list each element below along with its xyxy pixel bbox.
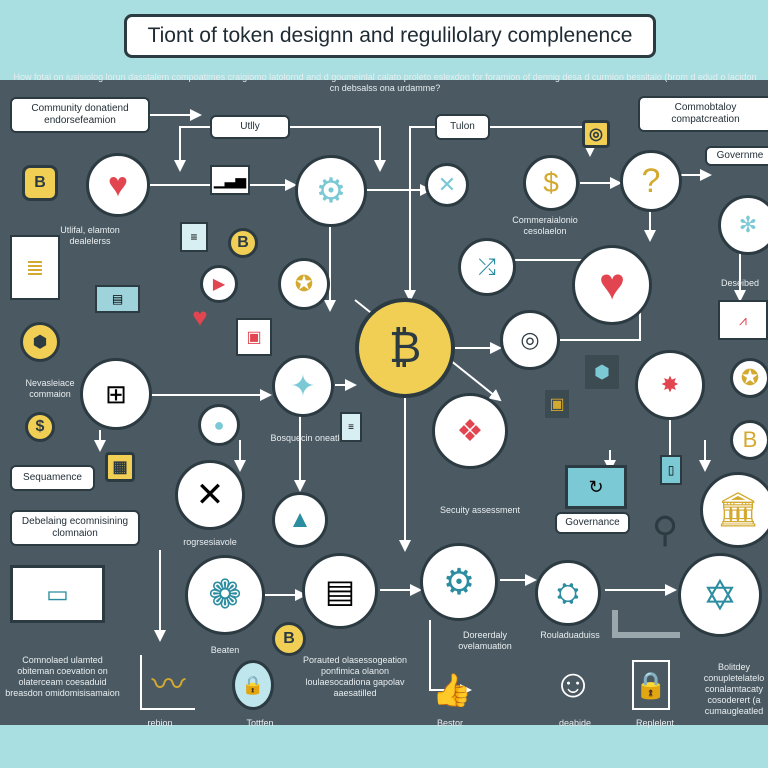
question-icon: ? (620, 150, 682, 212)
coin-stack-icon: ≣ (10, 235, 60, 300)
knot-icon: ✕ (425, 163, 469, 207)
flower-gear-icon: ❁ (185, 555, 265, 635)
dollar-icon: $ (523, 155, 579, 211)
bank-icon: 🏛 (700, 472, 768, 548)
coin-circle-icon: B (730, 420, 768, 460)
shield-coin-icon: ✪ (278, 258, 330, 310)
label-tottfen: Tottfen (246, 718, 274, 728)
label-security: Secuity assessment (439, 505, 521, 515)
dollar-coin-icon: $ (25, 412, 55, 442)
chip-icon: ▦ (105, 452, 135, 482)
bitcoin-small-icon: B (272, 622, 306, 656)
label-deabide: deabide (558, 718, 592, 728)
coin-emblem-icon: ⬢ (20, 322, 60, 362)
network-gear-icon: ✻ (718, 195, 768, 255)
label-debelaing: Debelaing ecomnisining clomnaion (10, 510, 140, 546)
label-porauted: Porauted olasessogeation ponfimica olano… (302, 655, 408, 698)
line-chart-icon: ⩘ (718, 300, 768, 340)
triangle-icon: ▲ (272, 492, 328, 548)
growth-chart-icon: 〰 (140, 655, 195, 710)
label-token: Tulon (435, 114, 490, 140)
coin-frame-icon: ◎ (582, 120, 610, 148)
star-icon: ✡ (678, 553, 762, 637)
dot-icon: ● (198, 404, 240, 446)
x-icon: ✕ (175, 460, 245, 530)
label-commobtaloy: Commobtaloy compatcreation (638, 96, 768, 132)
heart-small-icon: ♥ (192, 301, 208, 332)
robot-icon: ⛭ (535, 560, 601, 626)
heart-icon: ♥ (86, 153, 150, 217)
person-icon: ☺ (552, 661, 594, 706)
label-bolitdey: Bolitdey conupletelatelo conalamtacaty c… (703, 662, 765, 716)
server-icon: ▤ (95, 285, 140, 313)
calendar-icon: ▣ (236, 318, 272, 356)
laptop-icon: ↻ (565, 465, 627, 509)
page-title: Tiont of token designn and regulilolary … (124, 14, 656, 58)
label-nevaslaiace: Nevasleiace commaion (25, 378, 75, 399)
magnifier-icon: ⚲ (651, 509, 679, 550)
document-checklist-icon: ▤ (302, 553, 378, 629)
thumbs-up-icon: 👍 (432, 672, 472, 708)
label-replelent: Replelent (635, 718, 675, 728)
label-rebion: rebion (147, 718, 173, 728)
padlock-icon: 🔒 (632, 660, 670, 710)
compass-gear-icon: ⚙ (420, 543, 498, 621)
lock-globe-icon: 🔒 (232, 660, 274, 710)
central-bitcoin-icon: ₿ (355, 298, 455, 398)
label-bosquecin: Bosquecin oneatle (270, 433, 345, 443)
label-commercial: Commeraialonio cesolaelon (512, 215, 578, 236)
label-governme: Governme (705, 146, 768, 166)
flowchart-icon: ⊞ (80, 358, 152, 430)
badge-icon: ⬢ (585, 355, 619, 389)
gear-icon: ⚙ (295, 155, 367, 227)
target-icon: ◎ (500, 310, 560, 370)
page-icon: ≡ (340, 412, 362, 442)
label-deseibed: Deseibed (720, 278, 760, 288)
phone-icon: ▯ (660, 455, 682, 485)
heart-large-icon: ♥ (572, 245, 652, 325)
label-governance: Governance (555, 512, 630, 534)
label-utility: Utlly (210, 115, 290, 139)
label-doreerdaly: Doreerdaly ovelamuation (458, 630, 512, 651)
monitor-icon: ▭ (10, 565, 105, 623)
label-community: Community donatiend endorsefeamion (10, 97, 150, 133)
coin-badge-icon: B (22, 165, 58, 201)
coin-gear-icon: ✪ (730, 358, 768, 398)
play-icon: ▶ (200, 265, 238, 303)
label-commolaed: Comnolaed ulamted obiteman coevation on … (5, 655, 120, 698)
bar-chart-icon: ▁▃▅ (210, 165, 250, 195)
network-icon: ✸ (635, 350, 705, 420)
shield-network-icon: ❖ (432, 393, 508, 469)
label-rouladuaduiss: Rouladuaduiss (540, 630, 600, 640)
bitcoin-coin-icon: B (228, 228, 258, 258)
hexagon-gear-icon: ✦ (272, 355, 334, 417)
document-badge-icon: ▣ (545, 390, 569, 418)
share-icon: ⤮ (458, 238, 516, 296)
label-bestor: Bestor (436, 718, 463, 728)
subtitle: How fotal on iusisiolog lorun dasstalem … (13, 72, 757, 93)
label-beaten: Beaten (210, 645, 240, 655)
document-icon: ≡ (180, 222, 208, 252)
label-rograsiavole: rogrsesiavole (183, 537, 237, 547)
label-sequence: Sequamence (10, 465, 95, 491)
label-utlfal: Utlifal, elamton dealelerss (60, 225, 120, 246)
